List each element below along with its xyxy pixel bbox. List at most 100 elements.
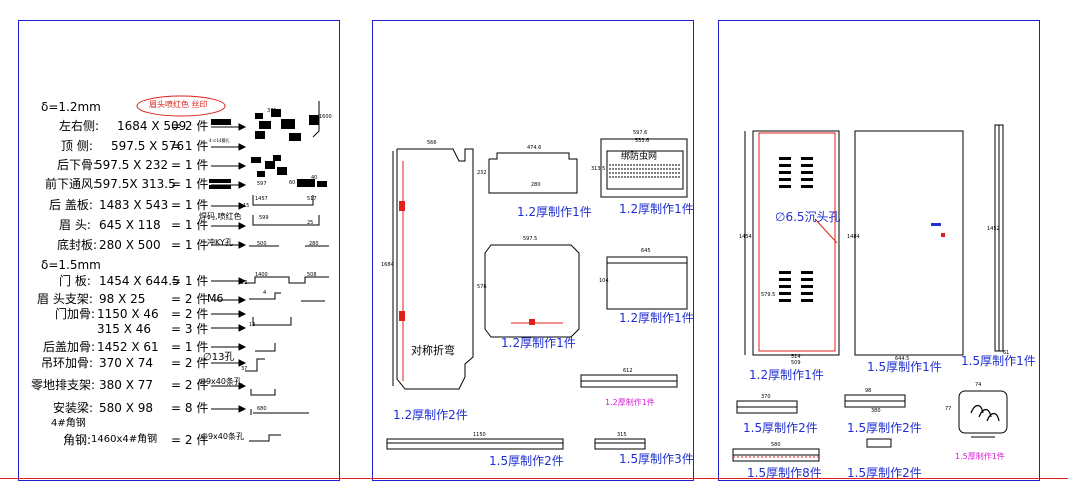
drawing-sheet-3: 514 509 1454 1484 644.5 1452 61 579.5 37…: [718, 20, 1040, 481]
caption-bottom-plate: 1.2厚制作1件: [619, 311, 694, 325]
part-qty-row-14: = 2 件: [171, 378, 209, 392]
part-name-angle: 角钢:: [63, 433, 92, 447]
dim-1600: 1600: [319, 114, 332, 120]
caption-long-bar: 1.5厚制作2件: [489, 454, 564, 468]
dim-98: 98: [865, 388, 872, 394]
part-qty-row-13: = 2 件: [171, 356, 209, 370]
caption-vent-panel: 1.2厚制作1件: [619, 202, 694, 216]
dim-517: 517: [307, 196, 317, 202]
note-small-holes: 4-∅14腰孔: [209, 138, 230, 143]
door-panel-outline: [744, 130, 840, 356]
part-dims-row-14: 380 X 77: [99, 378, 154, 392]
part-qty-row-5: = 1 件: [171, 198, 209, 212]
drawing-sheet-2: 566 1684 474.6 232 280 597.6 533.6 313.5…: [372, 20, 694, 481]
note-slot-a: ∅9x40条孔: [199, 377, 242, 386]
dim-612: 612: [623, 368, 633, 374]
note-m6: M6: [207, 292, 224, 305]
part-channel: [580, 374, 678, 388]
note-weld-paint: 焊码,喷红色: [199, 212, 242, 221]
dim-514: 514: [791, 354, 801, 360]
dim-1484: 1484: [847, 234, 860, 240]
part-mesh-panel: [600, 138, 688, 198]
dim-232: 232: [477, 170, 487, 176]
sheet-2-drawing: [386, 138, 688, 450]
dim-60: 60: [289, 180, 296, 186]
part-dims-row-15: 580 X 98: [99, 401, 154, 415]
door-red-border: [758, 132, 836, 352]
part-name-row-9: 眉 头支架:: [37, 292, 93, 306]
dim-1452: 1452: [987, 226, 1000, 232]
dim-74: 74: [975, 382, 982, 388]
dim-25: 25: [307, 220, 314, 226]
small-parts: [732, 390, 1008, 462]
part-name-row-3: 后下骨:: [57, 158, 98, 172]
part-qty-row-1: = 2 件: [171, 119, 209, 133]
dim-61: 61: [1003, 350, 1010, 356]
caption-side-panel: 1.2厚制作2件: [393, 408, 468, 422]
dim-13: 13: [249, 322, 256, 328]
part-long-bar: [386, 438, 564, 450]
part-qty-row-3: = 1 件: [171, 158, 209, 172]
part-dims-row-7: 280 X 500: [99, 238, 161, 252]
mesh-slots: [609, 164, 681, 178]
angle-steel-title: 4#角钢: [51, 418, 86, 429]
part-qty-row-10: = 2 件: [171, 307, 209, 321]
part-qty-row-9: = 2 件: [171, 292, 209, 306]
dim-680: 680: [257, 406, 267, 412]
dim-566: 566: [427, 140, 437, 146]
part-dims-row-9: 98 X 25: [99, 292, 146, 306]
paint-stamp-note: 眉头喷红色 丝印: [149, 100, 208, 109]
part-top-plate: [484, 244, 580, 338]
dim-508: 508: [307, 272, 317, 278]
caption-ring-rib: 1.5厚制作2件: [743, 421, 818, 435]
part-name-row-5: 后 盖板:: [49, 198, 93, 212]
caption-bracket: 1.5厚制作1件: [955, 452, 1005, 461]
dim-375: 375: [267, 108, 277, 114]
part-qty-row-4: = 1 件: [171, 177, 209, 191]
dim-280: 280: [531, 182, 541, 188]
dim-1684: 1684: [381, 262, 394, 268]
part-qty-row-15: = 8 件: [171, 401, 209, 415]
part-dims-row-10: 1150 X 46: [97, 307, 159, 321]
part-dims-row-3: 597.5 X 232: [95, 158, 169, 172]
dim-37: 37: [241, 366, 248, 372]
dim-1457: 1457: [255, 196, 268, 202]
part-qty-row-7: = 1 件: [171, 238, 209, 252]
caption-short-bar: 1.5厚制作3件: [619, 452, 694, 466]
part-name-row-15: 安装梁:: [53, 401, 94, 415]
part-qty-angle: = 2 件: [171, 433, 209, 447]
part-name-row-7: 底封板:: [57, 238, 98, 252]
dim-315: 315: [617, 432, 627, 438]
part-dims-row-2: 597.5 X 576: [111, 139, 185, 153]
drawing-sheet-1: δ=1.2mm 眉头喷红色 丝印 左右侧: 1684 X 509 = 2 件 顶…: [18, 20, 340, 481]
caption-door: 1.2厚制作1件: [749, 368, 824, 382]
dim-6445: 644.5: [895, 356, 910, 362]
part-sketches: [209, 109, 327, 189]
dim-509: 509: [791, 360, 801, 366]
dim-5795: 579.5: [761, 292, 776, 298]
bracket-symbol: [970, 404, 1000, 422]
part-dims-row-13: 370 X 74: [99, 356, 154, 370]
symmetric-bend-note: 对称折弯: [411, 344, 455, 357]
caption-mount-beam: 1.5厚制作8件: [747, 466, 822, 480]
back-rib: [994, 124, 1004, 352]
part-top-left: [488, 152, 578, 194]
part-qty-row-11: = 3 件: [171, 322, 209, 336]
part-qty-row-12: = 1 件: [171, 340, 209, 354]
side-panel-profile: [392, 148, 474, 390]
dim-1150: 1150: [473, 432, 486, 438]
part-bottom-plate: [606, 256, 688, 310]
red-marker-1: [399, 201, 405, 211]
red-marker-top-plate: [529, 319, 535, 325]
part-qty-row-6: = 1 件: [171, 218, 209, 232]
countersunk-hole-label: ∅6.5沉头孔: [775, 210, 841, 224]
part-dims-row-4: 597.5X 313.5: [95, 177, 176, 191]
dim-1454: 1454: [739, 234, 752, 240]
part-name-row-4: 前下通风:: [45, 177, 98, 191]
blue-marker: [931, 223, 941, 226]
dim-380: 380: [871, 408, 881, 414]
dim-580: 580: [771, 442, 781, 448]
dim-474: 474.6: [527, 145, 542, 151]
dim-15: 15: [243, 203, 250, 209]
dim-500: 500: [257, 241, 267, 247]
